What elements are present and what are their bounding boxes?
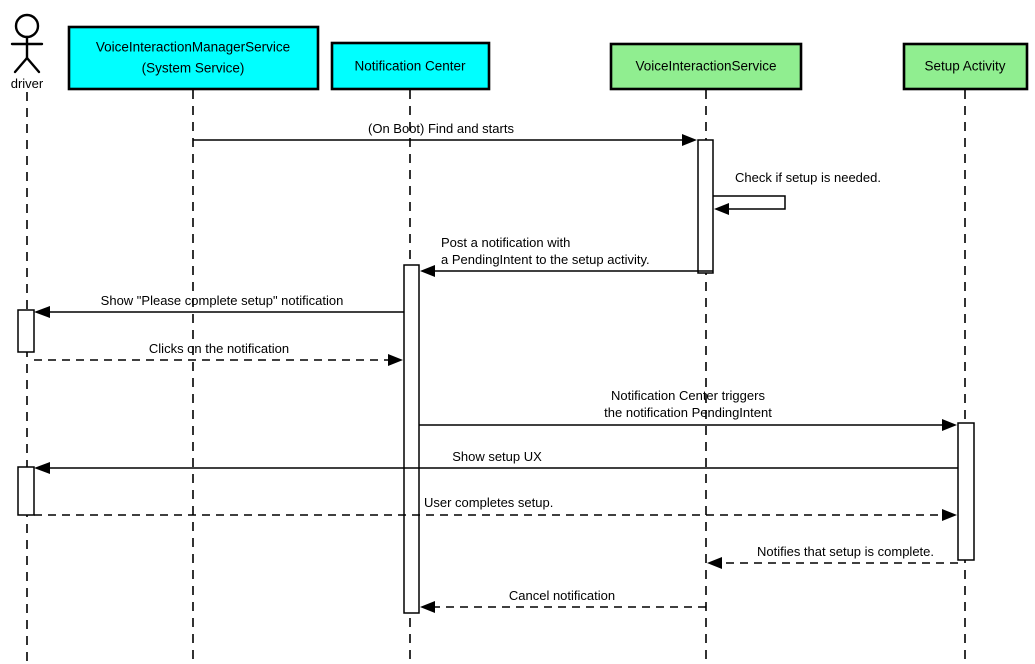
participant-label-vims-line1: VoiceInteractionManagerService bbox=[96, 40, 290, 55]
arrowhead-left-icon bbox=[420, 601, 435, 613]
arrowhead-right-icon bbox=[388, 354, 403, 366]
activation-bars-group bbox=[17, 139, 975, 614]
participant-box-vims[interactable] bbox=[67, 25, 320, 91]
participant-header-notification-center[interactable]: Notification Center bbox=[330, 41, 491, 91]
message-label: Clicks on the notification bbox=[149, 341, 289, 356]
activation-bar-driver-1 bbox=[17, 309, 35, 353]
message-label: Cancel notification bbox=[509, 588, 615, 603]
message-label: User completes setup. bbox=[424, 495, 553, 510]
message-user-completes-setup[interactable]: User completes setup. bbox=[34, 495, 957, 521]
participant-label-setup-activity: Setup Activity bbox=[924, 59, 1005, 74]
message-notifies-that-setup-is-complete[interactable]: Notifies that setup is complete. bbox=[707, 544, 958, 569]
actor-driver-label: driver bbox=[11, 76, 44, 91]
message-show-setup-ux[interactable]: Show setup UX bbox=[34, 449, 958, 474]
message-label: Show "Please complete setup" notificatio… bbox=[101, 293, 344, 308]
arrowhead-left-icon bbox=[714, 203, 729, 215]
message-label: (On Boot) Find and starts bbox=[368, 121, 514, 136]
message-cancel-notification[interactable]: Cancel notification bbox=[420, 588, 706, 613]
message-label-line2: a PendingIntent to the setup activity. bbox=[441, 252, 650, 267]
participant-box-notification-center[interactable] bbox=[330, 41, 491, 91]
message-self-loop-path bbox=[713, 195, 786, 210]
arrowhead-right-icon bbox=[682, 134, 697, 146]
message-label: Check if setup is needed. bbox=[735, 170, 881, 185]
participant-box-vis[interactable] bbox=[609, 42, 803, 91]
message-label: Notifies that setup is complete. bbox=[757, 544, 934, 559]
arrowhead-right-icon bbox=[942, 509, 957, 521]
arrowhead-left-icon bbox=[420, 265, 435, 277]
message-post-a-notification[interactable]: Post a notification with a PendingIntent… bbox=[420, 235, 713, 277]
arrowhead-left-icon bbox=[707, 557, 722, 569]
actor-leg-left-icon bbox=[13, 56, 29, 74]
participant-header-vis[interactable]: VoiceInteractionService bbox=[609, 42, 803, 91]
message-label-line1: Notification Center triggers bbox=[611, 388, 765, 403]
message-on-boot-find-and-starts[interactable]: (On Boot) Find and starts bbox=[193, 121, 697, 146]
activation-bar-setup-activity-1 bbox=[957, 422, 975, 561]
participant-header-setup-activity[interactable]: Setup Activity bbox=[902, 42, 1029, 91]
actor-driver[interactable]: driver bbox=[11, 13, 44, 91]
activation-bar-notification-center-1 bbox=[403, 264, 420, 614]
participant-box-setup-activity[interactable] bbox=[902, 42, 1029, 91]
message-clicks-on-the-notification[interactable]: Clicks on the notification bbox=[34, 341, 403, 366]
message-label: Show setup UX bbox=[452, 449, 542, 464]
message-show-please-complete-setup-notification[interactable]: Show "Please complete setup" notificatio… bbox=[34, 293, 404, 318]
activation-bar-driver-2 bbox=[17, 466, 35, 516]
activation-bar-vis-1 bbox=[697, 139, 714, 274]
message-check-if-setup-is-needed[interactable]: Check if setup is needed. bbox=[713, 170, 881, 215]
participant-label-notification-center: Notification Center bbox=[354, 59, 466, 74]
arrowhead-left-icon bbox=[34, 462, 50, 474]
arrowhead-right-icon bbox=[942, 419, 957, 431]
message-label-line2: the notification PendingIntent bbox=[604, 405, 772, 420]
arrowhead-left-icon bbox=[34, 306, 50, 318]
message-label-line1: Post a notification with bbox=[441, 235, 570, 250]
message-notification-center-triggers-pendingintent[interactable]: Notification Center triggers the notific… bbox=[419, 388, 957, 431]
participant-label-vims-line2: (System Service) bbox=[142, 61, 245, 76]
actor-leg-right-icon bbox=[25, 56, 41, 74]
participant-header-vims[interactable]: VoiceInteractionManagerService (System S… bbox=[67, 25, 320, 91]
participant-label-vis: VoiceInteractionService bbox=[635, 59, 776, 74]
actor-head-icon bbox=[14, 13, 40, 39]
